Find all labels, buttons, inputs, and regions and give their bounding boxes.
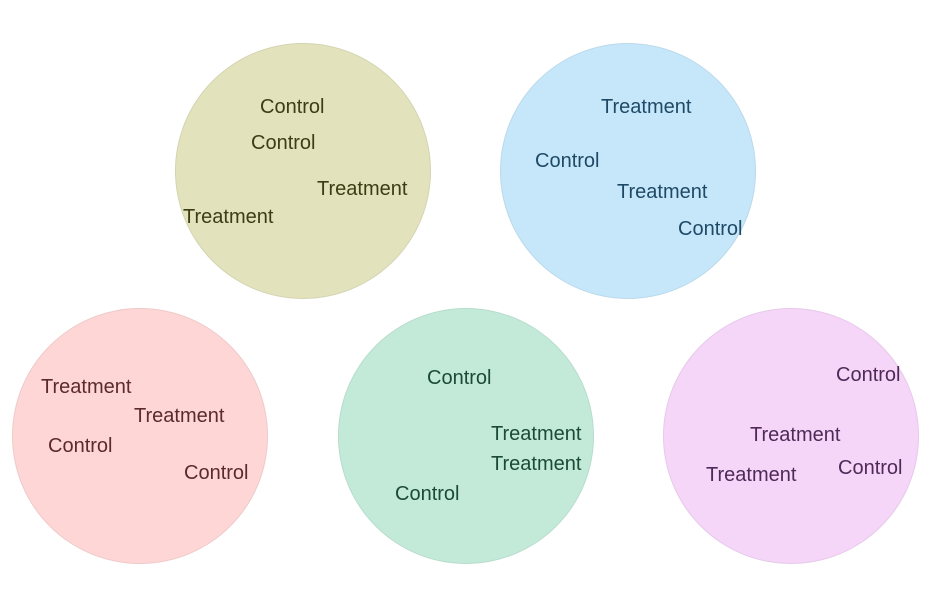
group-label: Control: [838, 457, 903, 479]
group-label: Treatment: [617, 181, 708, 203]
group-label: Treatment: [706, 464, 797, 486]
group-label: Treatment: [601, 96, 692, 118]
group-label: Treatment: [491, 453, 582, 475]
cluster-circle: Control Control Treatment Treatment: [175, 43, 431, 299]
group-label: Control: [260, 96, 325, 118]
group-label: Control: [427, 367, 492, 389]
cluster-circle: Treatment Control Treatment Control: [500, 43, 756, 299]
group-label: Control: [535, 150, 600, 172]
group-label: Control: [836, 364, 901, 386]
group-label: Treatment: [134, 405, 225, 427]
group-label: Treatment: [750, 424, 841, 446]
group-label: Treatment: [317, 178, 408, 200]
group-label: Treatment: [183, 206, 274, 228]
group-label: Control: [395, 483, 460, 505]
group-label: Treatment: [491, 423, 582, 445]
cluster-circle: Treatment Treatment Control Control: [12, 308, 268, 564]
group-label: Treatment: [41, 376, 132, 398]
cluster-circle: Control Treatment Control Treatment: [663, 308, 919, 564]
group-label: Control: [184, 462, 249, 484]
group-label: Control: [48, 435, 113, 457]
cluster-circle: Control Treatment Treatment Control: [338, 308, 594, 564]
group-label: Control: [251, 132, 316, 154]
group-label: Control: [678, 218, 743, 240]
